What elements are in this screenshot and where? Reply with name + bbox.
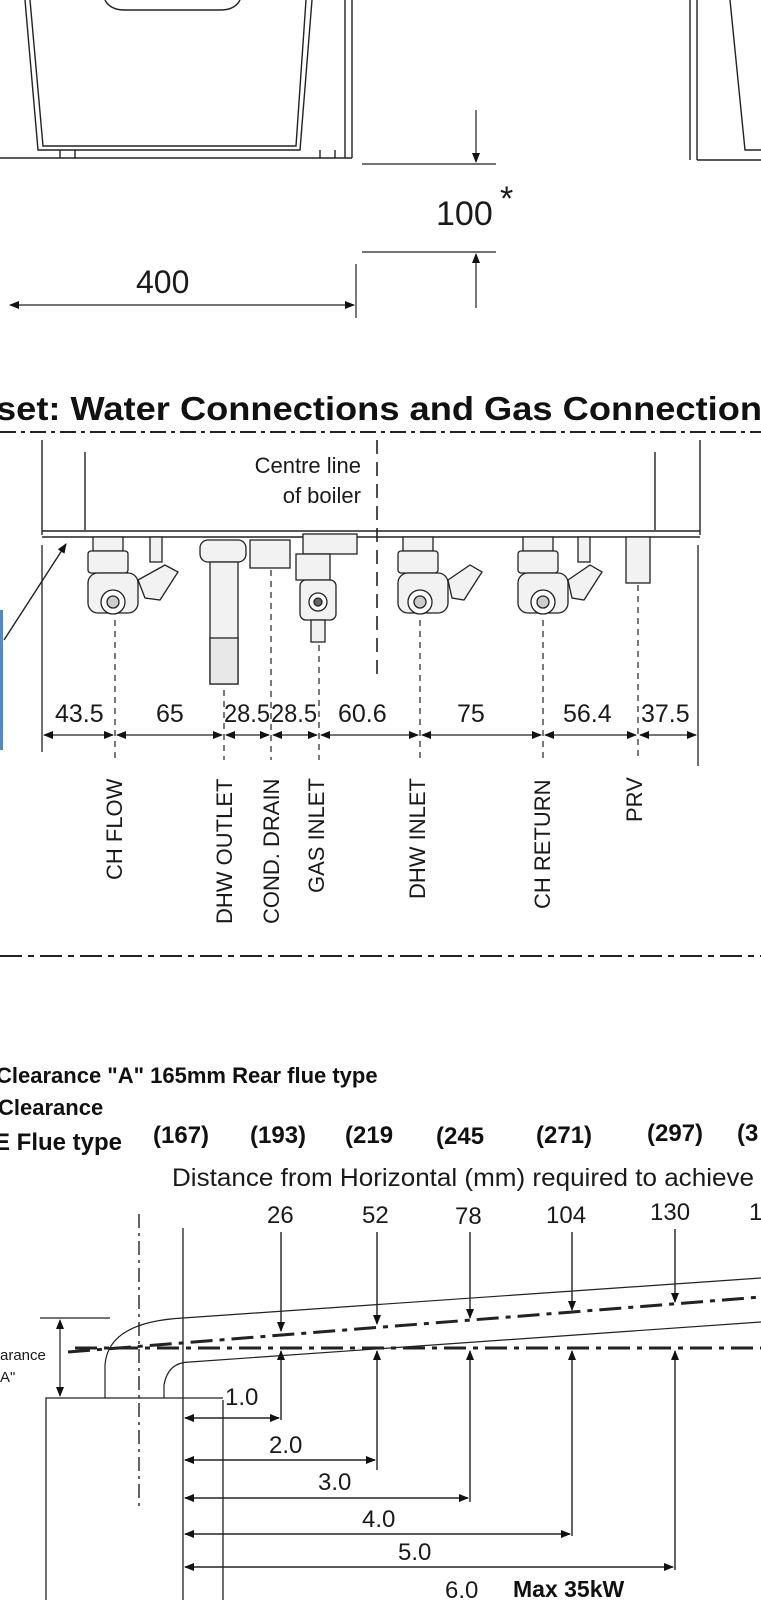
cond-drain [249, 539, 291, 569]
drop-2: 52 [362, 1202, 389, 1229]
flue-centre-line [67, 1295, 761, 1354]
centre-line-label-1: Centre line [255, 453, 361, 478]
bracket-values: (167) (193) (219 (245 (271) (297) (3 [153, 1120, 758, 1150]
connection-labels: CH FLOW DHW OUTLET COND. DRAIN GAS INLET… [102, 777, 647, 924]
connection-centre-lines [114, 570, 639, 760]
clearance-a-dimension [40, 1317, 110, 1397]
flue-line-2: Clearance [0, 1095, 103, 1120]
dim-dhw-inlet: 60.6 [338, 700, 387, 728]
drop-arrows [277, 1229, 679, 1570]
label-prv: PRV [622, 777, 647, 822]
label-dhw-inlet: DHW INLET [405, 778, 430, 899]
boiler-base [41, 440, 701, 538]
valve-gas-inlet [295, 533, 358, 643]
centre-line-label-2: of boiler [283, 483, 361, 508]
length-dimensions [184, 1414, 674, 1571]
bracket-6: (297) [647, 1120, 703, 1147]
width-dimension [9, 264, 357, 318]
bracket-4: (245 [436, 1123, 484, 1150]
length-3: 3.0 [318, 1469, 351, 1496]
base-pointer-arrow [3, 543, 67, 641]
flue-line-1: Clearance "A" 165mm Rear flue type [0, 1063, 378, 1088]
clearance-asterisk: * [500, 180, 513, 218]
drop-6: 1 [749, 1199, 761, 1226]
length-2: 2.0 [269, 1432, 302, 1459]
length-5: 5.0 [398, 1539, 431, 1566]
clearance-a-label-2: A" [0, 1369, 15, 1386]
prv-fitting [625, 536, 651, 584]
page-edge-mark [0, 610, 3, 750]
drop-values: 26 52 78 104 130 1 [267, 1199, 761, 1230]
boiler-outline-front [0, 0, 353, 159]
clearance-value: 100 [436, 195, 493, 233]
max-rating: Max 35kW [513, 1576, 625, 1600]
drop-3: 78 [455, 1203, 482, 1230]
dim-gas-inlet: 28.5 [271, 700, 317, 728]
drop-5: 130 [650, 1199, 690, 1226]
boiler-outline-side [689, 0, 761, 161]
drop-1: 26 [267, 1202, 294, 1229]
valve-ch-return [517, 536, 603, 615]
drop-4: 104 [546, 1202, 586, 1229]
bracket-3: (219 [345, 1122, 393, 1149]
label-ch-return: CH RETURN [530, 779, 555, 909]
length-1: 1.0 [225, 1384, 258, 1411]
dim-ch-flow: 43.5 [55, 700, 104, 728]
label-gas-inlet: GAS INLET [304, 778, 329, 893]
flue-pipe [104, 1277, 761, 1398]
valve-dhw-inlet [397, 536, 483, 615]
label-ch-flow: CH FLOW [102, 778, 127, 880]
length-values: 1.0 2.0 3.0 4.0 5.0 6.0 [225, 1384, 478, 1600]
dimension-values: 43.5 65 28.5 28.5 60.6 75 56.4 37.5 [55, 700, 690, 728]
label-dhw-outlet: DHW OUTLET [212, 779, 237, 924]
bracket-7: (3 [737, 1120, 758, 1147]
distance-caption: Distance from Horizontal (mm) required t… [172, 1164, 754, 1192]
length-6: 6.0 [445, 1577, 478, 1600]
bracket-5: (271) [536, 1122, 592, 1149]
valve-dhw-outlet [199, 539, 247, 685]
width-value: 400 [136, 264, 189, 300]
dimension-extents [41, 545, 699, 766]
dim-cond-drain: 28.5 [224, 700, 270, 728]
bracket-1: (167) [153, 1122, 209, 1149]
length-4: 4.0 [362, 1506, 395, 1533]
bracket-2: (193) [250, 1122, 306, 1149]
dim-dhw-outlet: 65 [156, 700, 184, 728]
dim-end: 37.5 [641, 700, 690, 728]
flue-line-3: E Flue type [0, 1129, 122, 1156]
connections-title: set: Water Connections and Gas Connectio… [0, 390, 761, 427]
dim-ch-return: 75 [457, 700, 485, 728]
appliance-outline [45, 1397, 223, 1600]
label-cond-drain: COND. DRAIN [259, 779, 284, 924]
valve-ch-flow [87, 536, 179, 615]
clearance-dimension [362, 110, 496, 308]
dim-prv: 56.4 [563, 700, 612, 728]
clearance-a-label-1: arance [0, 1347, 46, 1364]
